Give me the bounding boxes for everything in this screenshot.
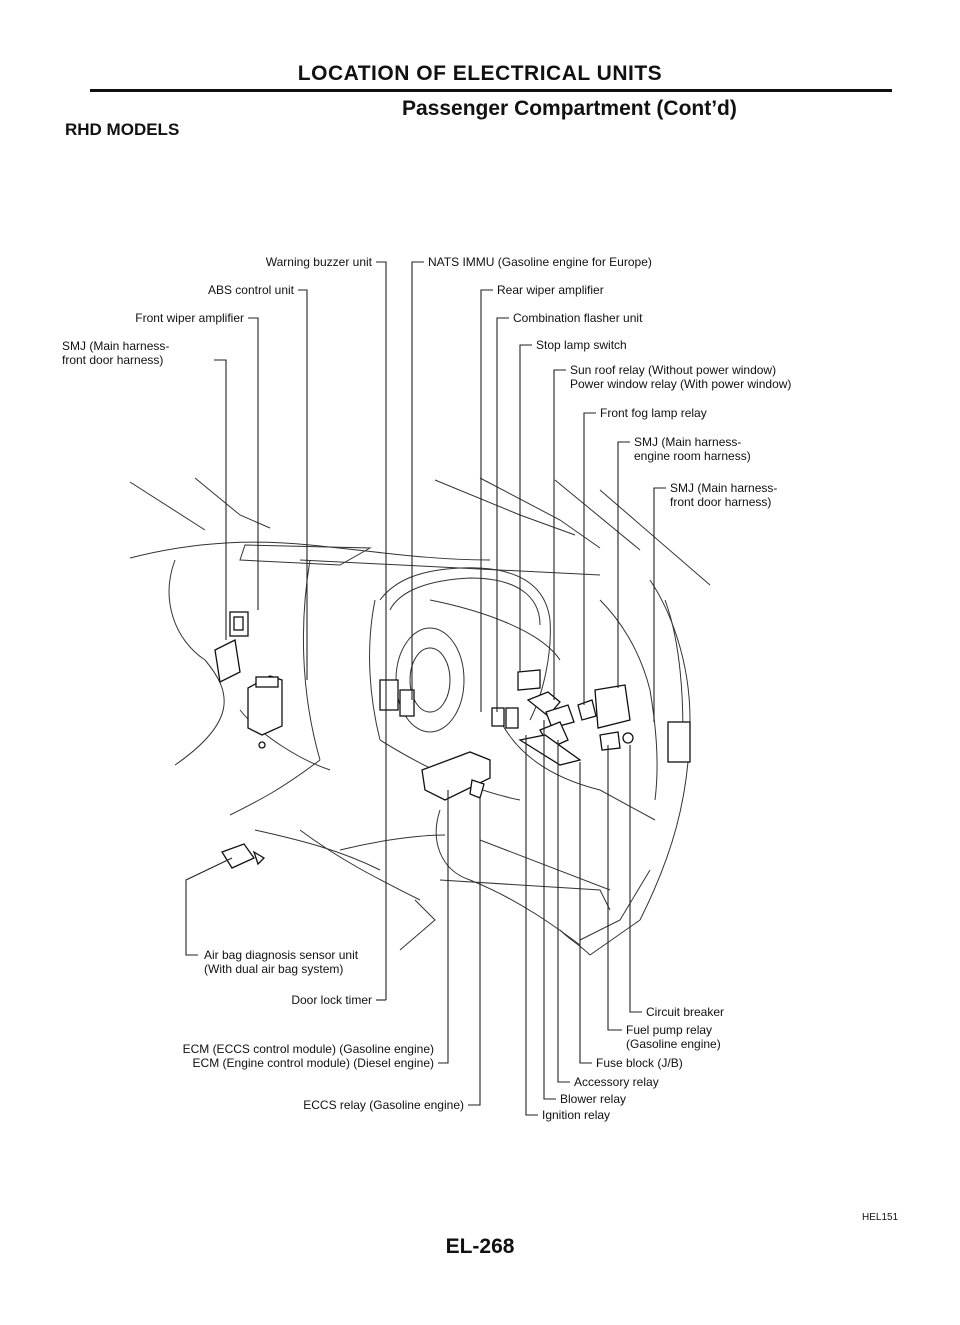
label-circuit-breaker: Circuit breaker bbox=[646, 1005, 724, 1019]
label-front-fog: Front fog lamp relay bbox=[600, 406, 707, 420]
label-smj-right-2: front door harness) bbox=[670, 495, 771, 509]
label-ecm-gasoline: ECM (ECCS control module) (Gasoline engi… bbox=[183, 1042, 434, 1056]
label-fuel-pump-2: (Gasoline engine) bbox=[626, 1037, 721, 1051]
header-rule bbox=[90, 89, 892, 92]
label-smj-engine-2: engine room harness) bbox=[634, 449, 751, 463]
label-blower-relay: Blower relay bbox=[560, 1092, 626, 1106]
smj-engine-room-part bbox=[594, 684, 631, 729]
label-smj-left-2: front door harness) bbox=[62, 353, 163, 367]
nats-immu-part bbox=[399, 689, 415, 717]
page-number: EL-268 bbox=[445, 1235, 515, 1258]
label-fuse-block: Fuse block (J/B) bbox=[596, 1056, 683, 1070]
fuse-block-part bbox=[518, 734, 582, 766]
air-bag-sensor-part bbox=[221, 843, 255, 869]
page-subtitle: Passenger Compartment (Cont’d) bbox=[402, 97, 737, 120]
label-ecm-diesel: ECM (Engine control module) (Diesel engi… bbox=[193, 1056, 434, 1070]
label-ignition-relay: Ignition relay bbox=[542, 1108, 610, 1122]
label-fuel-pump-1: Fuel pump relay bbox=[626, 1023, 712, 1037]
model-heading: RHD MODELS bbox=[65, 120, 180, 139]
label-stop-lamp: Stop lamp switch bbox=[536, 338, 627, 352]
label-door-lock: Door lock timer bbox=[291, 993, 372, 1007]
warning-buzzer-part bbox=[379, 679, 399, 711]
label-smj-engine-1: SMJ (Main harness- bbox=[634, 435, 741, 449]
abs-control-unit-part bbox=[247, 675, 283, 736]
component-parts bbox=[214, 611, 691, 869]
ecm-part bbox=[421, 751, 491, 801]
callout-labels: Warning buzzer unit NATS IMMU (Gasoline … bbox=[62, 255, 791, 1122]
label-sun-roof-relay: Sun roof relay (Without power window) bbox=[570, 363, 776, 377]
label-smj-right-1: SMJ (Main harness- bbox=[670, 481, 777, 495]
label-front-wiper: Front wiper amplifier bbox=[135, 311, 244, 325]
label-warning-buzzer: Warning buzzer unit bbox=[266, 255, 373, 269]
label-rear-wiper: Rear wiper amplifier bbox=[497, 283, 604, 297]
label-nats-immu: NATS IMMU (Gasoline engine for Europe) bbox=[428, 255, 652, 269]
label-air-bag-1: Air bag diagnosis sensor unit bbox=[204, 948, 359, 962]
smj-right-door-part bbox=[667, 721, 691, 763]
smj-left-part bbox=[214, 639, 241, 683]
label-eccs-relay: ECCS relay (Gasoline engine) bbox=[303, 1098, 464, 1112]
label-abs-control: ABS control unit bbox=[208, 283, 295, 297]
label-air-bag-2: (With dual air bag system) bbox=[204, 962, 343, 976]
combination-flasher-part bbox=[517, 669, 541, 691]
leader-lines bbox=[185, 261, 666, 1116]
page-title: LOCATION OF ELECTRICAL UNITS bbox=[297, 62, 663, 85]
label-power-window-relay: Power window relay (With power window) bbox=[570, 377, 791, 391]
label-smj-left-1: SMJ (Main harness- bbox=[62, 339, 169, 353]
label-combination-flasher: Combination flasher unit bbox=[513, 311, 643, 325]
label-accessory-relay: Accessory relay bbox=[574, 1075, 659, 1089]
figure-id: HEL151 bbox=[862, 1212, 899, 1223]
